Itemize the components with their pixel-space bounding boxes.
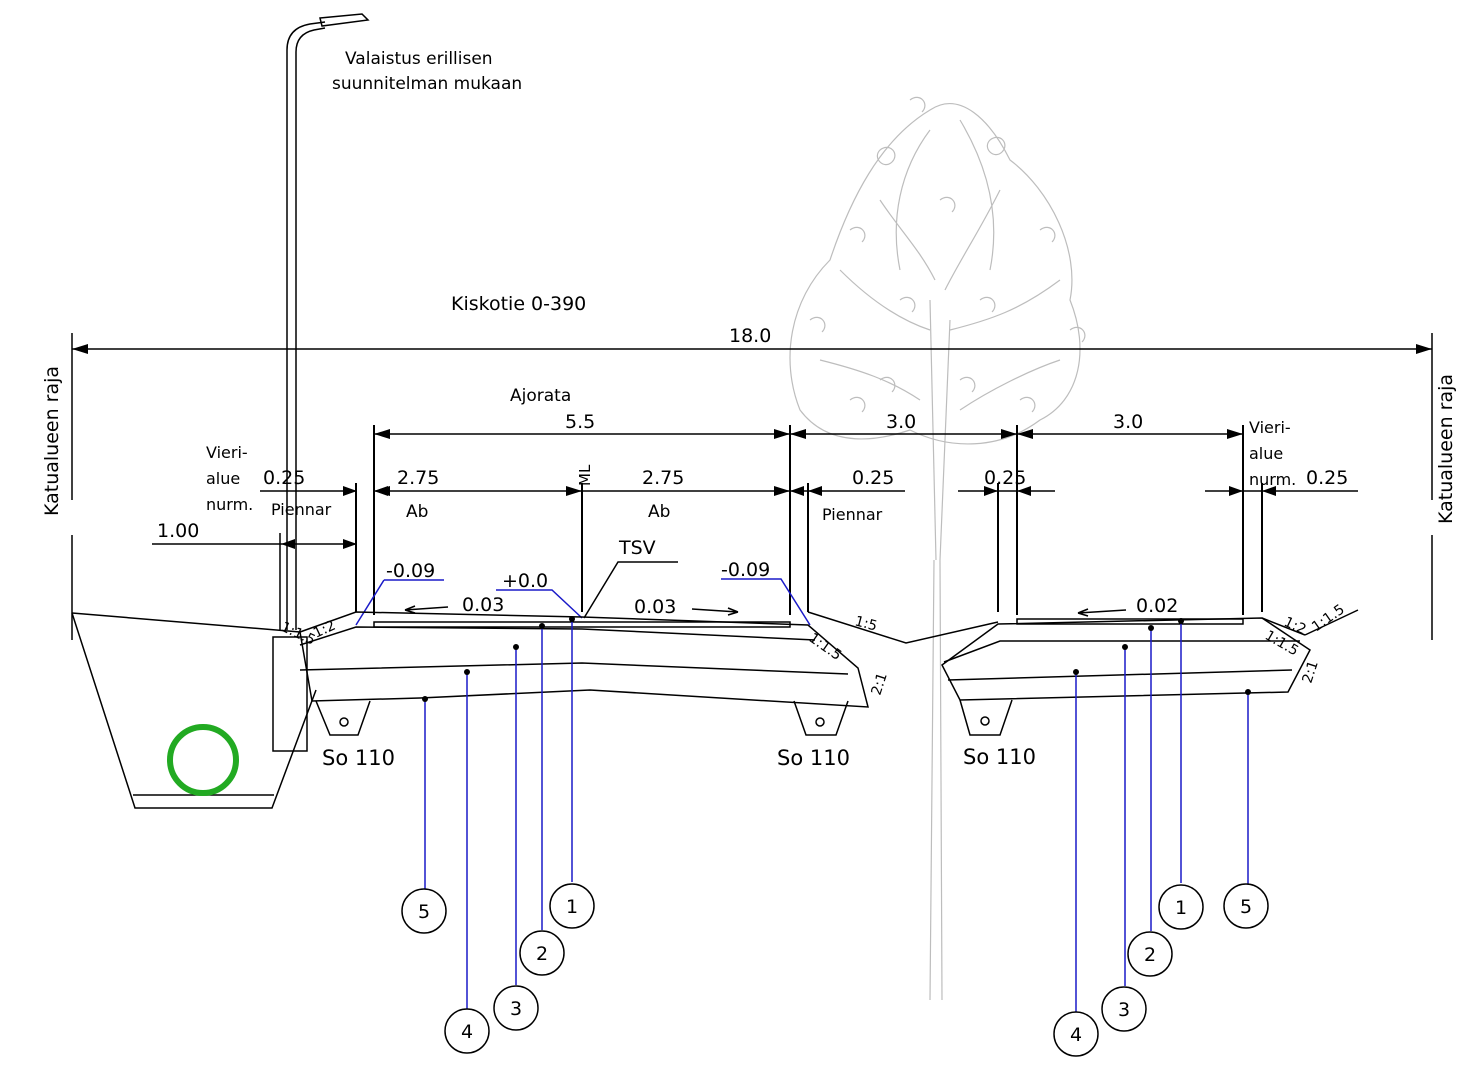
right-layer-marker-3-label: 3 bbox=[1118, 999, 1130, 1021]
left-layer-marker-2-label: 2 bbox=[536, 943, 548, 965]
total-width-value: 18.0 bbox=[729, 325, 771, 347]
center-height-leader bbox=[496, 589, 583, 619]
piennar-right-label: Piennar bbox=[822, 505, 883, 524]
drain-label-middle: So 110 bbox=[777, 746, 850, 770]
right-layer-marker-2: 2 bbox=[1127, 931, 1173, 977]
vierialue-right-1: Vieri- bbox=[1249, 418, 1291, 437]
far-right-edge-value: 0.25 bbox=[1306, 467, 1348, 489]
right-layer-marker-1-label: 1 bbox=[1175, 897, 1187, 919]
ditch-width-value: 1.00 bbox=[157, 520, 199, 542]
right-layer-marker-4-label: 4 bbox=[1070, 1024, 1082, 1046]
carriageway-label: Ajorata bbox=[510, 386, 571, 406]
left-layer-leaders bbox=[422, 616, 575, 1009]
right-layer-marker-5-label: 5 bbox=[1240, 896, 1252, 918]
right-layer-marker-3: 3 bbox=[1101, 986, 1147, 1032]
vierialue-left-2: alue bbox=[206, 469, 240, 488]
ditch-slope-a: 1:1.5 bbox=[278, 619, 317, 649]
right-mid-edge-value: 0.25 bbox=[984, 467, 1026, 489]
right-edge-height-leader bbox=[721, 578, 811, 626]
tsv-label: TSV bbox=[618, 537, 656, 559]
left-layer-marker-1: 1 bbox=[549, 883, 595, 929]
left-edge-height: -0.09 bbox=[386, 560, 435, 582]
drain-pipe-circle bbox=[167, 724, 239, 796]
lighting-note-line2: suunnitelman mukaan bbox=[332, 74, 522, 94]
lighting-note-line1: Valaistus erillisen bbox=[345, 49, 493, 69]
right-shoulder-value: 0.25 bbox=[852, 467, 894, 489]
street-lamp bbox=[286, 13, 370, 630]
right-edge-slope-b: 2:1 bbox=[869, 671, 891, 697]
piennar-left-label: Piennar bbox=[271, 500, 332, 519]
vierialue-left-3: nurm. bbox=[206, 495, 253, 514]
total-width-dimension bbox=[72, 344, 1432, 354]
ml-label: ML bbox=[576, 464, 594, 486]
drain-label-right: So 110 bbox=[963, 745, 1036, 769]
left-layer-marker-5: 5 bbox=[401, 888, 447, 934]
left-lane-slope-arrow bbox=[404, 605, 449, 614]
left-layer-marker-5-label: 5 bbox=[418, 901, 430, 923]
right-boundary-label: Katualueen raja bbox=[1435, 374, 1457, 524]
right-layer-leaders bbox=[1073, 618, 1251, 1012]
drain-label-left: So 110 bbox=[322, 746, 395, 770]
far-right-slope-b: 1:1.5 bbox=[1309, 602, 1348, 636]
far-right-slope-d: 2:1 bbox=[1300, 659, 1322, 685]
ab-left-label: Ab bbox=[406, 502, 428, 522]
verge-middle-dimension bbox=[790, 425, 1018, 615]
tree-illustration bbox=[789, 96, 1086, 1001]
right-shoulder-dimension bbox=[790, 483, 905, 612]
right-lane-slope-arrow bbox=[691, 607, 739, 616]
lane-right-value: 2.75 bbox=[642, 467, 684, 489]
left-layer-marker-3: 3 bbox=[493, 985, 539, 1031]
walkway-slope-arrow bbox=[1077, 608, 1127, 617]
right-walkway-structure bbox=[941, 609, 1359, 736]
verge-right-value: 3.0 bbox=[1113, 411, 1143, 433]
left-road-structure bbox=[299, 611, 999, 736]
left-layer-marker-4: 4 bbox=[444, 1008, 490, 1054]
drawing-title: Kiskotie 0-390 bbox=[451, 293, 586, 315]
verge-middle-value: 3.0 bbox=[886, 411, 916, 433]
right-layer-marker-4: 4 bbox=[1053, 1011, 1099, 1057]
left-layer-marker-4-label: 4 bbox=[461, 1021, 473, 1043]
right-mid-edge-dimension bbox=[958, 483, 1055, 612]
vierialue-right-3: nurm. bbox=[1249, 470, 1296, 489]
left-lane-slope: 0.03 bbox=[462, 594, 504, 616]
far-right-edge-dimension bbox=[1205, 483, 1358, 612]
left-boundary-label: Katualueen raja bbox=[41, 366, 63, 516]
walkway-slope: 0.02 bbox=[1136, 595, 1178, 617]
left-edge-height-leader bbox=[355, 579, 444, 626]
ditch-slope-b: 1:2 bbox=[311, 618, 338, 642]
left-layer-marker-2: 2 bbox=[519, 930, 565, 976]
tsv-leader bbox=[583, 561, 678, 619]
carriageway-dimension bbox=[373, 425, 791, 615]
right-lane-slope: 0.03 bbox=[634, 596, 676, 618]
ab-right-label: Ab bbox=[648, 502, 670, 522]
lane-left-value: 2.75 bbox=[397, 467, 439, 489]
right-layer-marker-5: 5 bbox=[1223, 883, 1269, 929]
right-edge-height: -0.09 bbox=[721, 559, 770, 581]
vierialue-left-1: Vieri- bbox=[206, 443, 248, 462]
carriageway-value: 5.5 bbox=[565, 411, 595, 433]
middle-slope: 1:5 bbox=[853, 613, 879, 634]
left-layer-marker-1-label: 1 bbox=[566, 896, 578, 918]
vierialue-right-2: alue bbox=[1249, 444, 1283, 463]
ditch-width-dimension bbox=[152, 533, 357, 630]
right-layer-marker-2-label: 2 bbox=[1144, 944, 1156, 966]
left-shoulder-value: 0.25 bbox=[263, 467, 305, 489]
verge-right-dimension bbox=[1017, 425, 1244, 615]
center-height: +0.0 bbox=[502, 570, 548, 592]
left-shoulder-dimension bbox=[260, 483, 388, 612]
right-layer-marker-1: 1 bbox=[1158, 884, 1204, 930]
left-layer-marker-3-label: 3 bbox=[510, 998, 522, 1020]
right-edge-slope-a: 1:1.5 bbox=[806, 630, 845, 664]
lane-dimension bbox=[374, 483, 790, 612]
left-ditch bbox=[71, 612, 317, 809]
